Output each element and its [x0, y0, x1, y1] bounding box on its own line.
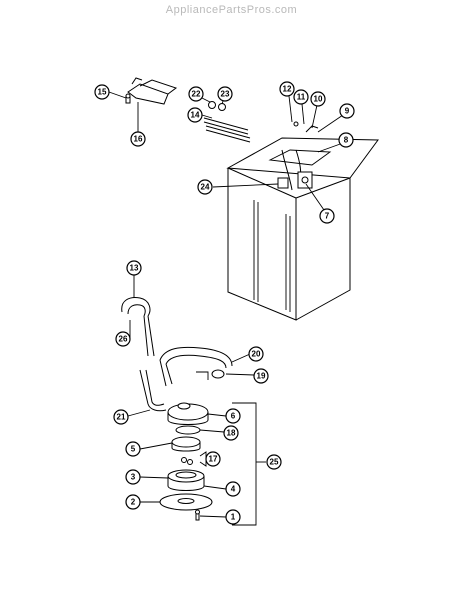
svg-text:3: 3	[131, 473, 136, 482]
svg-text:18: 18	[227, 429, 236, 438]
bracket-assembly	[125, 77, 178, 105]
callout-21[interactable]: 21	[113, 409, 129, 425]
drain-hose	[121, 297, 155, 357]
callout-16[interactable]: 16	[130, 131, 146, 147]
callout-25[interactable]: 25	[266, 454, 282, 470]
svg-text:24: 24	[201, 183, 210, 192]
callout-10[interactable]: 10	[310, 91, 326, 107]
callout-13[interactable]: 13	[126, 260, 142, 276]
callout-14[interactable]: 14	[187, 107, 203, 123]
callout-6[interactable]: 6	[225, 408, 241, 424]
callout-22[interactable]: 22	[188, 86, 204, 102]
svg-text:2: 2	[131, 498, 136, 507]
top-components	[277, 121, 319, 191]
callout-24[interactable]: 24	[197, 179, 213, 195]
svg-text:5: 5	[131, 445, 136, 454]
svg-text:19: 19	[257, 372, 266, 381]
callout-26[interactable]: 26	[115, 331, 131, 347]
callout-17[interactable]: 17	[205, 451, 221, 467]
callout-5[interactable]: 5	[125, 441, 141, 457]
callout-20[interactable]: 20	[248, 346, 264, 362]
pump-inlet-hose	[139, 369, 167, 412]
pump-hose	[159, 346, 233, 387]
cabinet	[226, 137, 379, 321]
callout-15[interactable]: 15	[94, 84, 110, 100]
callout-4[interactable]: 4	[225, 481, 241, 497]
callout-19[interactable]: 19	[253, 368, 269, 384]
svg-text:23: 23	[221, 90, 230, 99]
leader-lines	[108, 91, 344, 518]
svg-text:16: 16	[134, 135, 143, 144]
svg-text:20: 20	[252, 350, 261, 359]
svg-text:11: 11	[297, 93, 306, 102]
callout-12[interactable]: 12	[279, 81, 295, 97]
svg-text:4: 4	[231, 485, 236, 494]
svg-text:10: 10	[314, 95, 323, 104]
inlet-hoses	[203, 101, 251, 143]
svg-text:13: 13	[130, 264, 139, 273]
group-bracket-25	[232, 402, 257, 526]
svg-text:7: 7	[325, 212, 330, 221]
svg-text:21: 21	[117, 413, 126, 422]
callout-7[interactable]: 7	[319, 208, 335, 224]
svg-text:1: 1	[231, 513, 236, 522]
svg-text:9: 9	[345, 107, 350, 116]
callout-8[interactable]: 8	[338, 132, 354, 148]
svg-text:22: 22	[192, 90, 201, 99]
callout-9[interactable]: 9	[339, 103, 355, 119]
svg-text:17: 17	[209, 455, 218, 464]
svg-text:12: 12	[283, 85, 292, 94]
callout-18[interactable]: 18	[223, 425, 239, 441]
watermark: AppliancePartsPros.com	[165, 4, 298, 16]
svg-text:14: 14	[191, 111, 200, 120]
callout-1[interactable]: 1	[225, 509, 241, 525]
svg-text:25: 25	[270, 458, 279, 467]
callout-11[interactable]: 11	[293, 89, 309, 105]
svg-text:15: 15	[98, 88, 107, 97]
callout-3[interactable]: 3	[125, 469, 141, 485]
callout-23[interactable]: 23	[217, 86, 233, 102]
callout-2[interactable]: 2	[125, 494, 141, 510]
pump-assembly	[159, 402, 213, 521]
svg-text:26: 26	[119, 335, 128, 344]
svg-text:6: 6	[231, 412, 236, 421]
svg-text:8: 8	[344, 136, 349, 145]
